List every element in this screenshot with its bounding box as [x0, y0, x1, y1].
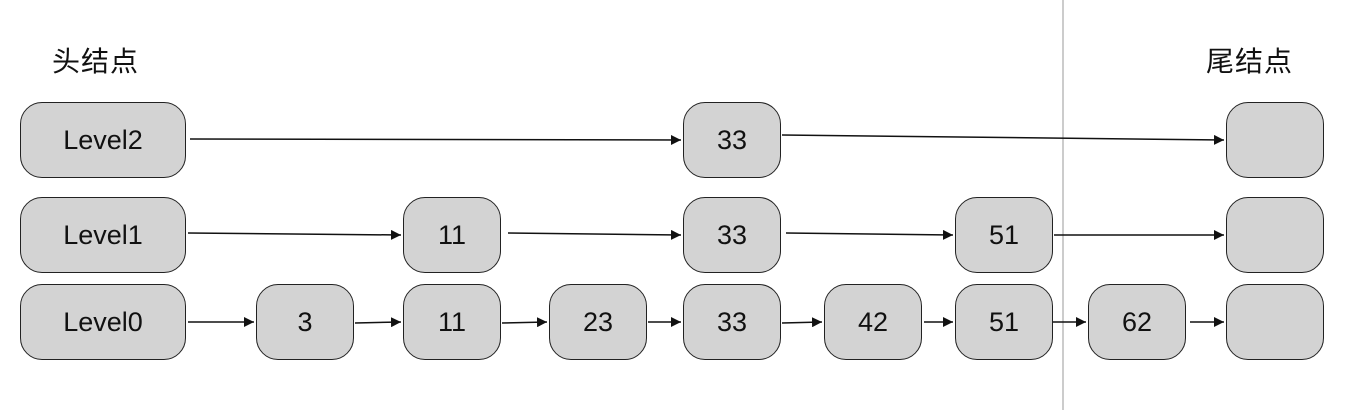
level0-node-11: 11 [403, 284, 501, 360]
pointer-arrow-7 [354, 317, 402, 328]
head-node-label: 头结点 [52, 45, 140, 78]
tail-node-level1 [1226, 197, 1324, 273]
level0-node-3: 3 [256, 284, 354, 360]
pointer-arrow-2 [187, 229, 402, 240]
level2-node-33: 33 [683, 102, 781, 178]
pointer-arrow-1 [781, 134, 1225, 145]
level0-node-62: 62 [1088, 284, 1186, 360]
level1-node-11: 11 [403, 197, 501, 273]
pointer-arrow-8 [501, 317, 548, 328]
head-node-level1: Level1 [20, 197, 186, 273]
tail-node-level2 [1226, 102, 1324, 178]
level0-node-42: 42 [824, 284, 922, 360]
level0-node-51: 51 [955, 284, 1053, 360]
tail-node-level0 [1226, 284, 1324, 360]
level0-node-33: 33 [683, 284, 781, 360]
pointer-arrow-4 [785, 229, 954, 240]
pointer-arrow-10 [781, 317, 823, 328]
tail-node-label: 尾结点 [1206, 45, 1294, 78]
head-node-level0: Level0 [20, 284, 186, 360]
level0-node-23: 23 [549, 284, 647, 360]
level1-node-51: 51 [955, 197, 1053, 273]
head-node-level2: Level2 [20, 102, 186, 178]
pointer-arrow-3 [507, 229, 682, 240]
pointer-arrow-0 [189, 134, 682, 145]
level1-node-33: 33 [683, 197, 781, 273]
